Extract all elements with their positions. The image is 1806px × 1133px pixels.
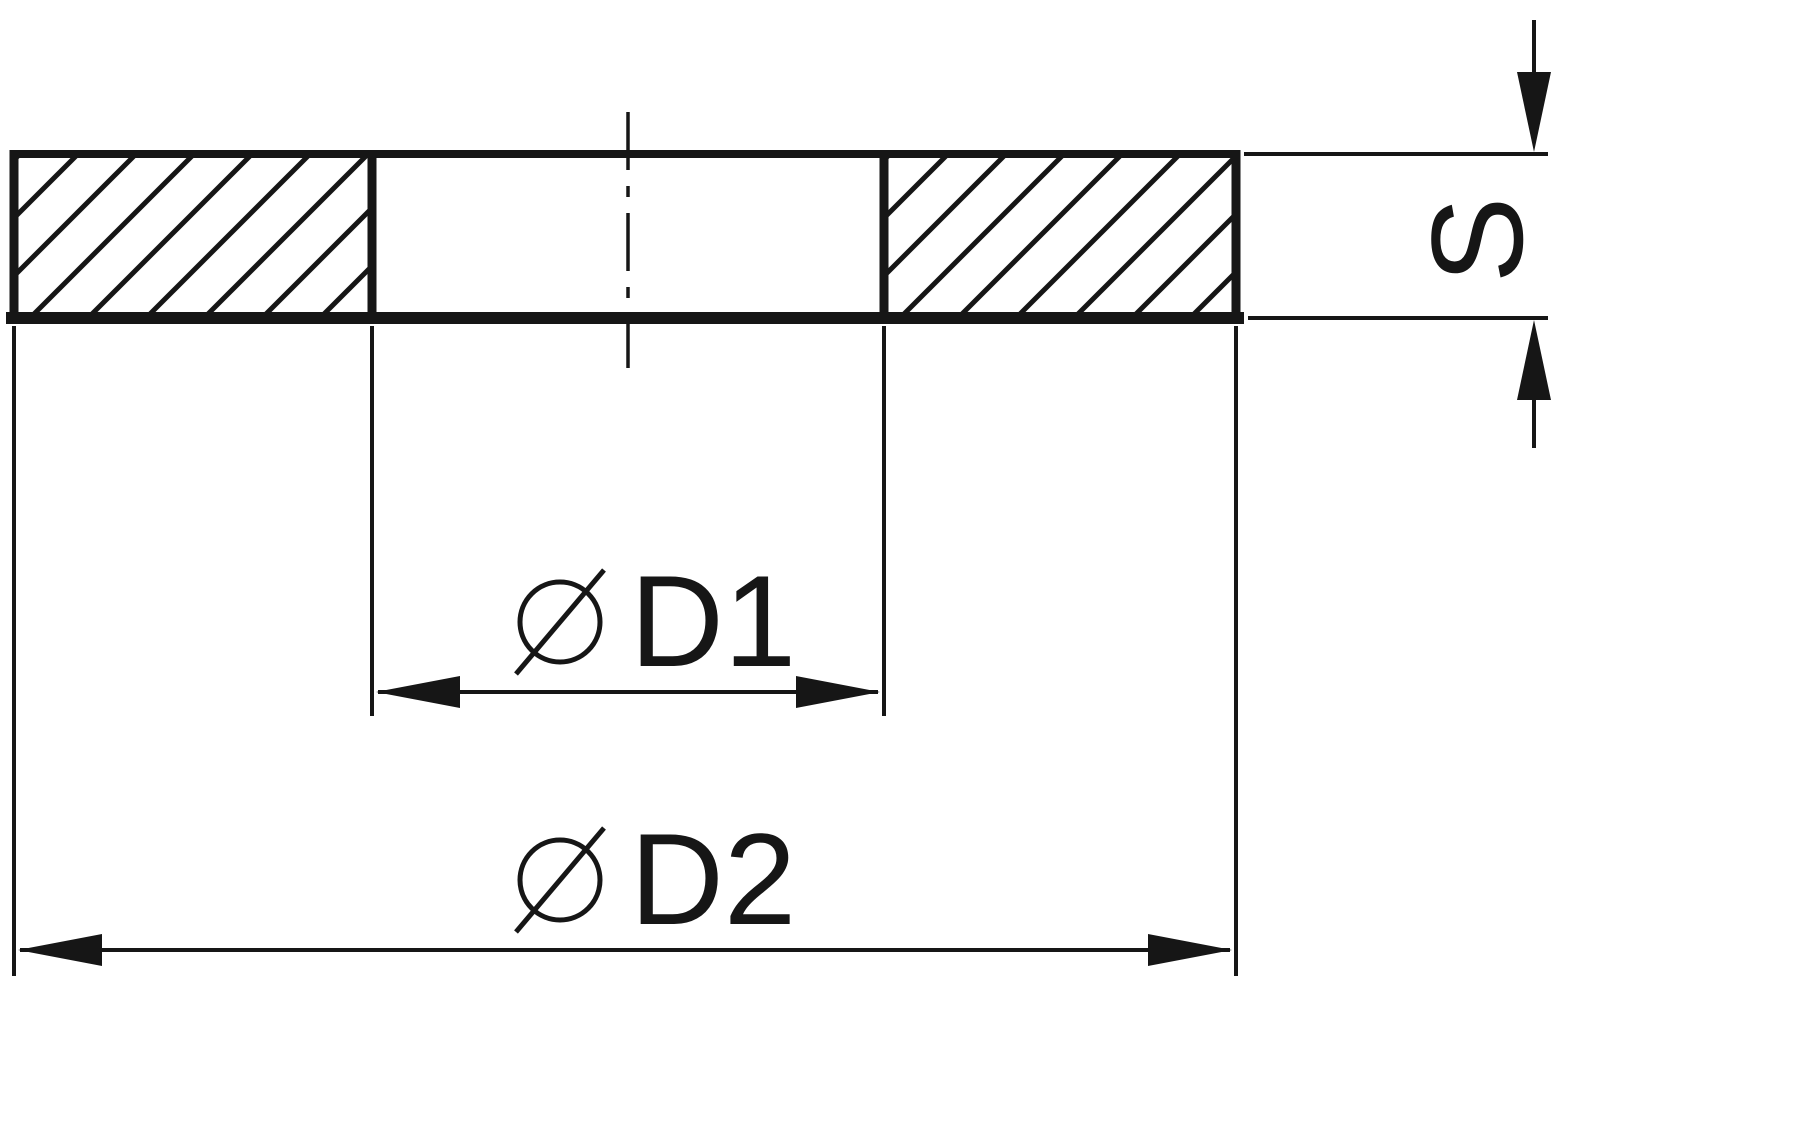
dimension-s: S <box>1244 20 1551 448</box>
dimension-d2: D2 <box>12 326 1238 976</box>
d1-label: D1 <box>630 548 796 694</box>
dimension-d1: D1 <box>370 326 886 716</box>
d2-arrowhead-right <box>1148 934 1232 966</box>
s-arrowhead-down <box>1517 72 1551 152</box>
washer-body <box>6 150 1244 324</box>
diameter-symbol <box>514 568 606 676</box>
d2-label: D2 <box>630 806 796 952</box>
s-arrowhead-up <box>1517 320 1551 400</box>
d1-arrowhead-right <box>796 676 880 708</box>
s-label: S <box>1404 197 1550 284</box>
d1-arrowhead-left <box>376 676 460 708</box>
d2-arrowhead-left <box>18 934 102 966</box>
hatch-right-region <box>884 154 1236 318</box>
diameter-symbol <box>514 826 606 934</box>
hatch-left-region <box>14 154 372 318</box>
